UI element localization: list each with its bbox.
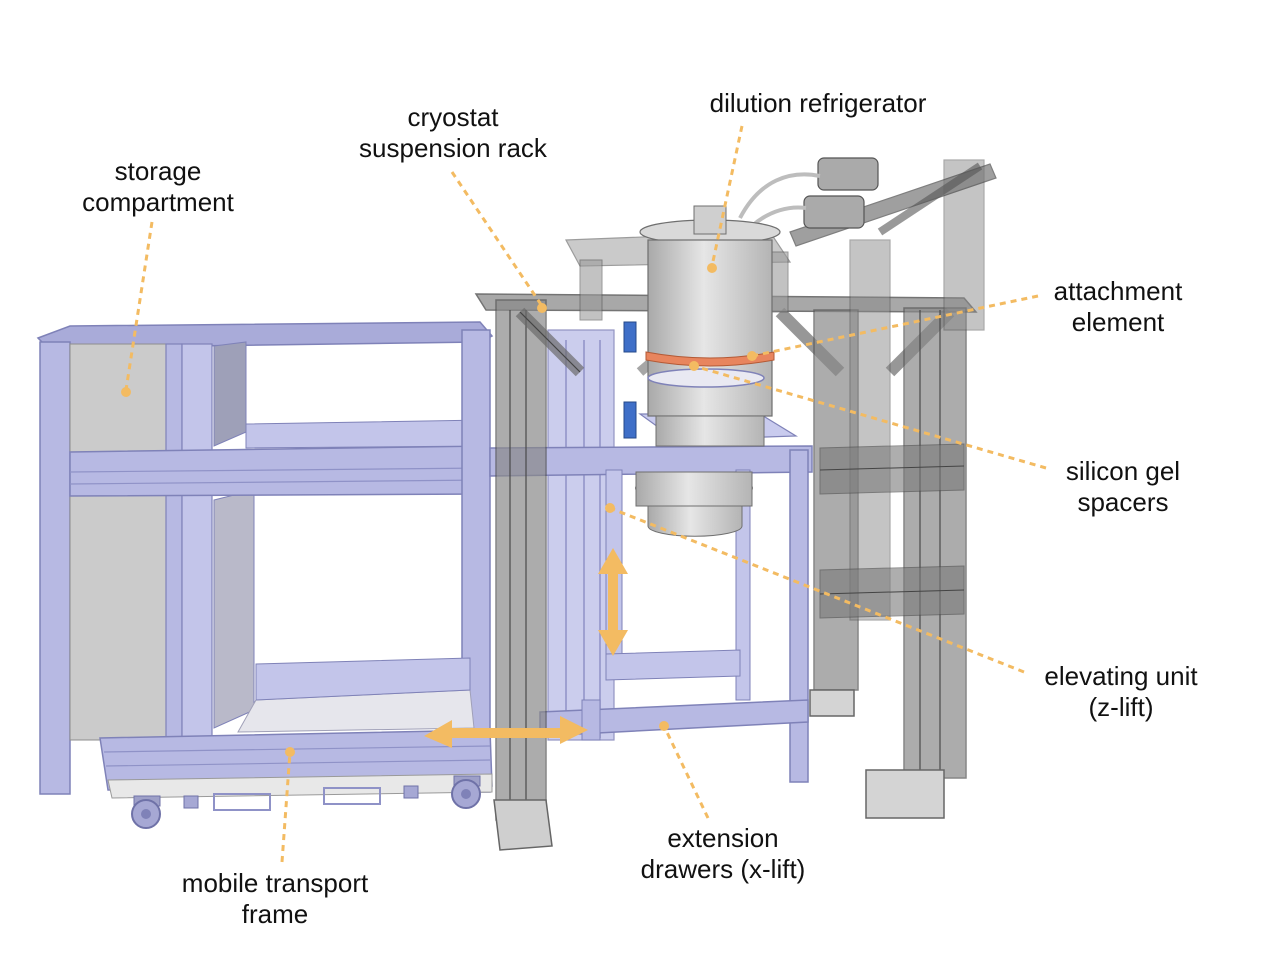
- label-attachment-element: attachment element: [1053, 276, 1183, 337]
- leader-dots: [121, 263, 757, 757]
- dilution-refrigerator: [635, 205, 781, 537]
- z-lift-arrow: [598, 548, 628, 656]
- x-lift-arrow: [424, 716, 588, 748]
- attachment-ring: [645, 351, 775, 367]
- leader-lines: [124, 125, 1047, 863]
- label-elevating-unit: elevating unit (z-lift): [1044, 661, 1198, 722]
- wheel-left: [131, 795, 161, 829]
- wheel-right: [451, 775, 481, 809]
- extension-drawers: [489, 321, 813, 783]
- label-cryostat-suspension-rack: cryostat suspension rack: [359, 102, 547, 163]
- label-storage-compartment: storage compartment: [82, 156, 234, 217]
- label-mobile-transport-frame: mobile transport frame: [181, 868, 369, 929]
- label-dilution-refrigerator: dilution refrigerator: [709, 88, 927, 118]
- label-silicon-gel-spacers: silicon gel spacers: [1065, 456, 1181, 517]
- cryostat-suspension-rack: [474, 157, 997, 851]
- mobile-transport-frame: [36, 321, 494, 829]
- label-extension-drawers: extension drawers (x-lift): [640, 823, 806, 884]
